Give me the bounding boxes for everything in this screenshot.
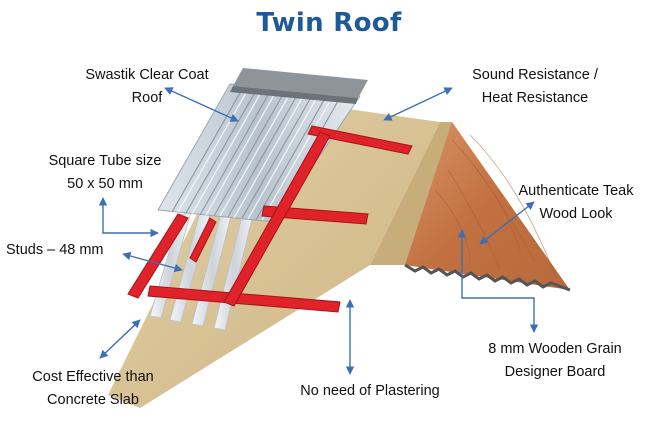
clear-coat-roof-sheet bbox=[157, 68, 368, 223]
teak-label: Authenticate Teak Wood Look bbox=[518, 183, 634, 222]
page-title: Twin Roof bbox=[256, 8, 402, 38]
wooden-grain-label: 8 mm Wooden Grain Designer Board bbox=[488, 341, 622, 380]
square-tube-frame bbox=[127, 125, 413, 313]
square-tube-label: Square Tube size 50 x 50 mm bbox=[48, 153, 162, 192]
sound-resistance-label: Sound Resistance / Heat Resistance bbox=[472, 67, 598, 106]
cost-effective-label: Cost Effective than Concrete Slab bbox=[32, 369, 154, 408]
clear-coat-label: Swastik Clear Coat Roof bbox=[85, 67, 209, 106]
plywood-board bbox=[108, 96, 452, 408]
studs-label: Studs – 48 mm bbox=[6, 242, 104, 258]
callout-arrows bbox=[98, 87, 539, 375]
plastering-label: No need of Plastering bbox=[300, 383, 440, 399]
